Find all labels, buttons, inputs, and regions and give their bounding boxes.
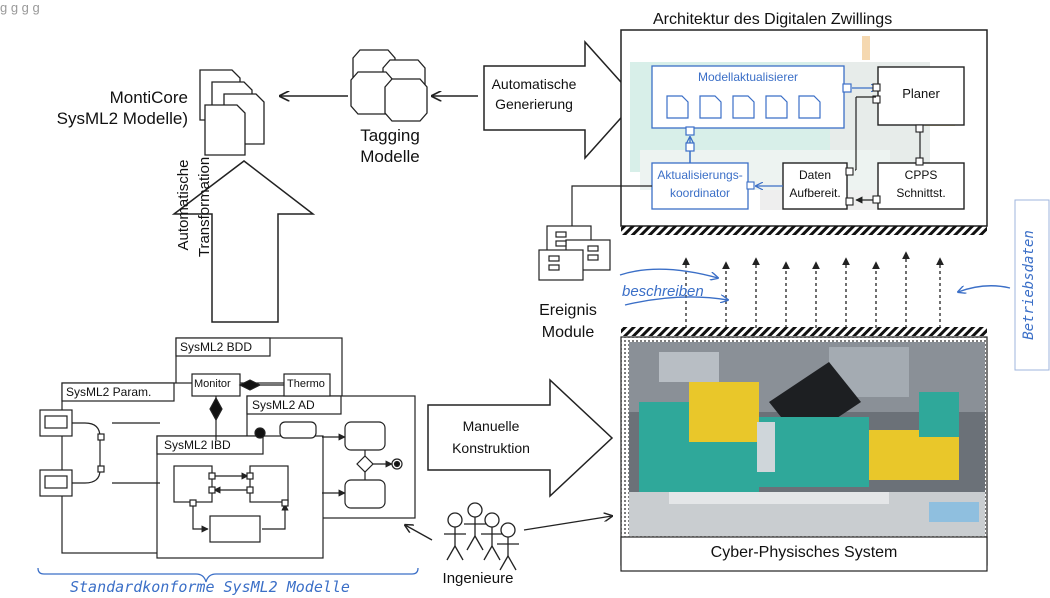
manual-construction-arrow [427,378,614,498]
coordinator-line1: Aktualisierungs- [657,168,743,182]
tagging-label-line2: Modelle [360,147,420,166]
engineers-label: Ingenieure [442,570,514,587]
cpps-line1: CPPS [904,168,938,182]
auto-gen-line1: Automatische [491,76,577,92]
cps-label: Cyber-Physisches System [710,544,898,561]
cpps-line2: Schnittst. [896,186,946,200]
tagging-label-line1: Tagging [360,126,420,145]
data-prep-line1: Daten [798,168,832,182]
standard-models-bracket [37,567,419,583]
transform-line1: Automatische [175,159,192,251]
monticore-label-line1: MontiCore [109,88,188,107]
standard-caption: Standardkonforme SysML2 Modelle [70,578,350,596]
ad-tab-label: SysML2 AD [252,398,315,412]
ereignis-line1: Ereignis [539,302,597,319]
ereignis-connector [571,185,652,226]
operating-data-label: Betriebsdaten [1021,230,1037,340]
model-updater-box [651,65,852,136]
planner-label: Planer [902,86,940,101]
machine-photo [629,342,985,536]
update-coordinator-box [651,162,749,210]
operating-data-box [1014,199,1050,371]
manual-line2: Konstruktion [452,440,530,456]
describe-arrow-upper [619,268,718,278]
operating-data-arrow [958,285,1011,292]
ereignis-line2: Module [541,324,595,341]
bdd-tab-label: SysML2 BDD [180,340,253,354]
param-tab-label: SysML2 Param. [66,385,152,399]
data-prep-line2: Aufbereit. [789,186,841,200]
cpps-interface-box [877,162,965,210]
monitor-block: Monitor [194,378,231,390]
event-modules-icon [538,225,611,281]
model-updater-label: Modellaktualisierer [697,70,799,84]
document-stack-icon [199,69,265,156]
architecture-title: Architektur des Digitalen Zwillings [653,11,893,28]
describe-label: beschreiben [622,283,704,300]
automatic-transformation-arrow [171,160,316,323]
data-flow-arrows [682,251,944,328]
ibd-tab-label: SysML2 IBD [164,438,231,452]
describe-arrow-lower [624,297,728,306]
engineers-icon [444,502,519,571]
transform-line2: Transformation [196,156,213,258]
automatic-generation-arrow [483,40,639,160]
tagging-models-icon [350,49,428,122]
monticore-label-line2: SysML2 Modelle) [56,109,188,128]
top-partial-heading: g g g g [0,0,40,15]
thermo-block: Thermo [287,378,325,390]
coordinator-line2: koordinator [669,186,731,200]
manual-line1: Manuelle [462,418,520,434]
auto-gen-line2: Generierung [495,96,573,112]
